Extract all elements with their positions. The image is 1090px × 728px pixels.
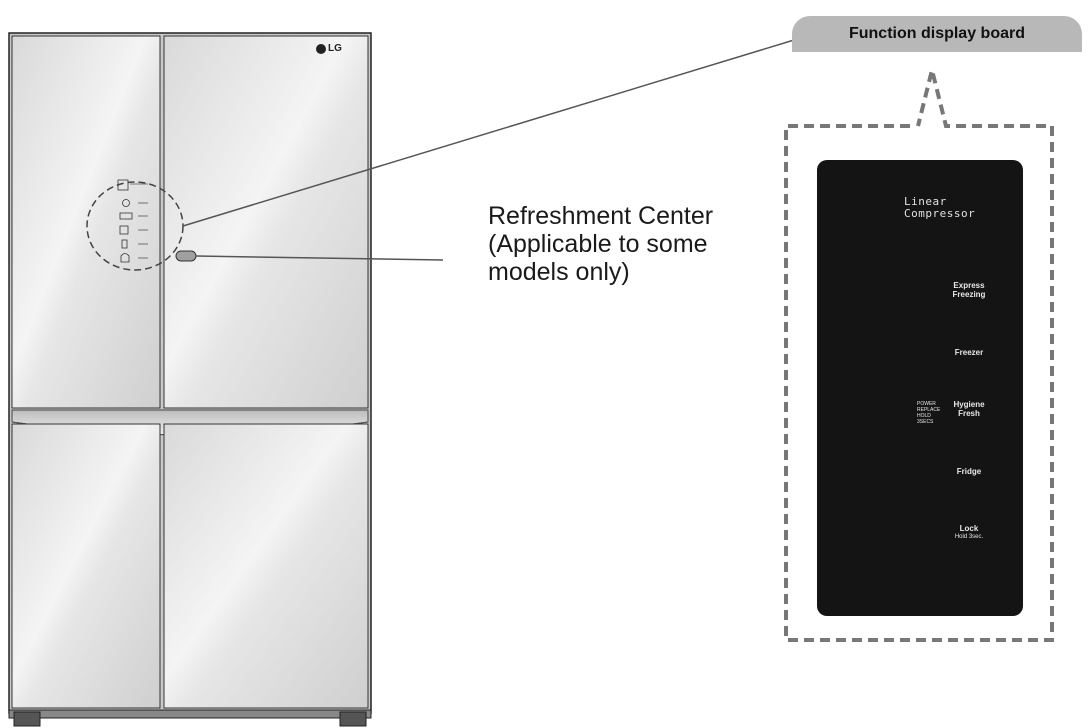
left-foot: [13, 711, 41, 727]
function-display-board-badge: Function display board: [792, 16, 1082, 52]
filter-note-1: POWER: [917, 401, 936, 407]
express-freezing-label-2: Freezing: [952, 290, 986, 299]
lg-logo: LG: [316, 43, 342, 54]
freezer-label: Freezer: [940, 348, 998, 357]
display-board-dashed-outline: [784, 69, 1054, 642]
fridge-label-1: Fridge: [956, 467, 982, 476]
hygiene-fresh-label-1: Hygiene: [953, 400, 985, 409]
lg-logo-mark: [316, 43, 326, 54]
brand-line-2: Compressor: [904, 207, 976, 220]
lock-label: Lock Hold 3sec.: [940, 524, 998, 542]
lock-label-1: Lock: [959, 524, 979, 533]
display-panel: [817, 160, 1023, 616]
right-foot: [339, 711, 367, 727]
callout-line-2: (Applicable to some: [488, 230, 708, 258]
lower-left-door: [11, 423, 161, 709]
express-freezing-label-1: Express: [953, 281, 985, 290]
filter-note-2: REPLACE: [917, 407, 941, 413]
refreshment-center-knob: [175, 250, 197, 262]
filter-note-3: HOLD 3SECS: [917, 413, 934, 425]
hygiene-fresh-label-2: Fresh: [958, 409, 980, 418]
express-freezing-label: Express Freezing: [940, 281, 998, 299]
upper-left-door: [11, 35, 161, 409]
refreshment-center-callout: Refreshment Center (Applicable to some m…: [488, 202, 788, 286]
leader-line-display: [182, 39, 795, 227]
lg-logo-text: LG: [328, 43, 342, 54]
callout-line-3: models only): [488, 258, 630, 286]
panel-brand-text: Linear Compressor: [904, 196, 975, 220]
leader-line-refreshment: [195, 255, 444, 261]
filter-note: POWER REPLACE HOLD 3SECS: [917, 401, 947, 425]
callout-line-1: Refreshment Center: [488, 202, 714, 230]
refrigerator: [8, 32, 372, 727]
lower-right-door: [163, 423, 369, 709]
brand-line-1: Linear: [904, 195, 947, 208]
hygiene-fresh-label: Hygiene Fresh: [940, 400, 998, 418]
fridge-base: [8, 709, 372, 719]
freezer-label-1: Freezer: [954, 348, 984, 357]
lock-label-2: Hold 3sec.: [954, 534, 984, 540]
fridge-label: Fridge: [940, 467, 998, 476]
